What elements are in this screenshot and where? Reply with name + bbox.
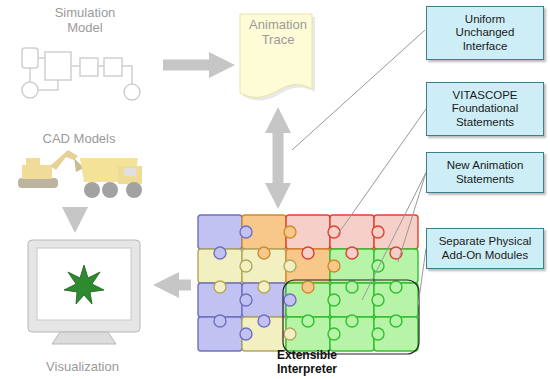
puzzle-knob <box>284 328 296 340</box>
interpreter-puzzle: Extensible Interpreter <box>194 212 420 379</box>
puzzle-piece <box>198 215 242 249</box>
puzzle-knob <box>258 281 270 293</box>
puzzle-knob <box>258 315 270 327</box>
flowchart-sketch <box>22 48 140 100</box>
document-shape: Animation Trace <box>238 12 318 104</box>
callout-box: Uniform Unchanged Interface <box>426 6 544 60</box>
block-arrow <box>70 207 81 213</box>
puzzle-knob <box>240 294 252 306</box>
puzzle-knob <box>302 315 314 327</box>
node-label: Visualization <box>46 360 119 375</box>
puzzle-knob <box>284 226 296 238</box>
block-arrow <box>173 280 191 291</box>
callout-box: VITASCOPE Foundational Statements <box>426 82 544 136</box>
puzzle-knob <box>214 281 226 293</box>
visualization-group: Visualization <box>15 236 150 377</box>
puzzle-knob <box>302 247 314 259</box>
puzzle-knob <box>328 226 340 238</box>
puzzle-knob <box>372 260 384 272</box>
puzzle-knob <box>302 281 314 293</box>
node-label: Simulation Model <box>43 6 127 36</box>
callout-box: Separate Physical Add-On Modules <box>426 228 544 269</box>
callout-text: Uniform Unchanged Interface <box>440 13 530 53</box>
puzzle-knob <box>258 247 270 259</box>
puzzle-knob <box>346 247 358 259</box>
node-label: Animation Trace <box>245 18 311 48</box>
callout-text: VITASCOPE Foundational Statements <box>437 89 533 129</box>
computer-monitor <box>28 240 140 344</box>
callout-text: Separate Physical Add-On Modules <box>431 235 539 261</box>
puzzle-knob <box>328 294 340 306</box>
puzzle-knob <box>214 315 226 327</box>
callout-text: New Animation Statements <box>431 159 539 185</box>
leader-line <box>418 249 426 307</box>
puzzle-knob <box>372 226 384 238</box>
cad-trucks <box>18 150 142 198</box>
puzzle-knob <box>328 260 340 272</box>
puzzle-knob <box>240 260 252 272</box>
puzzle-knob <box>240 226 252 238</box>
callout-box: New Animation Statements <box>426 152 544 193</box>
puzzle-knob <box>284 260 296 272</box>
block-arrow <box>273 127 284 189</box>
model-group: Simulation Model <box>10 4 160 100</box>
node-label: Extensible Interpreter <box>252 349 362 377</box>
leader-line <box>362 173 426 301</box>
puzzle-knob <box>328 328 340 340</box>
puzzle-knob <box>390 281 402 293</box>
cad-group: CAD Models <box>8 130 150 204</box>
block-arrow <box>163 60 215 71</box>
puzzle-knob <box>214 247 226 259</box>
puzzle-knob <box>240 328 252 340</box>
puzzle-knob <box>372 294 384 306</box>
puzzle-knob <box>284 294 296 306</box>
puzzle-knob <box>346 315 358 327</box>
puzzle-knob <box>390 247 402 259</box>
puzzle-knob <box>346 281 358 293</box>
puzzle-knob <box>390 315 402 327</box>
leader-line <box>398 173 426 263</box>
module-outline <box>283 280 419 354</box>
puzzle-knob <box>372 328 384 340</box>
node-label: CAD Models <box>43 132 116 147</box>
puzzle-pieces <box>198 215 418 351</box>
